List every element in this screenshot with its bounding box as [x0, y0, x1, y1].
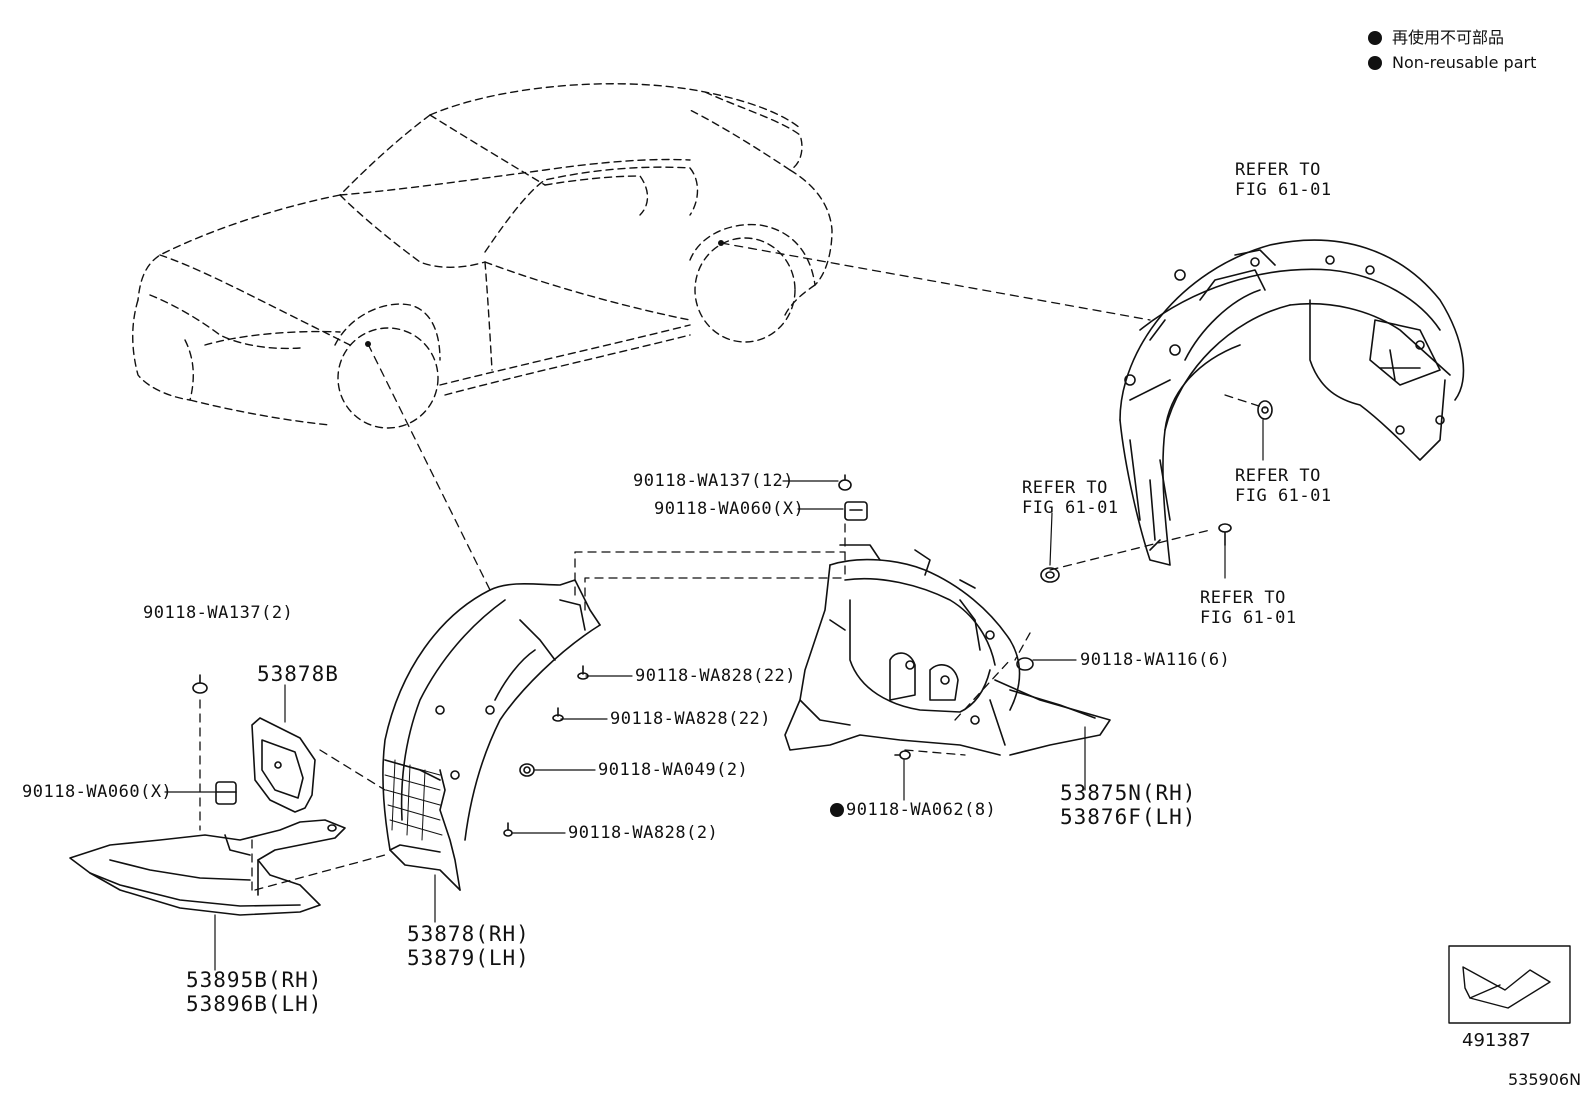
refer-line-1: REFER TO — [1022, 478, 1108, 498]
illustration-icon-box — [1448, 945, 1571, 1024]
front-liner-front-section — [382, 579, 601, 891]
bracket-53878b — [251, 717, 316, 813]
part-label-53876f-lh[interactable]: 53876F(LH) — [1060, 805, 1197, 829]
refer-line-1: REFER TO — [1235, 160, 1321, 180]
non-reusable-dot-icon — [1368, 56, 1382, 70]
left-fasteners — [192, 674, 237, 805]
part-label-90118-wa060-x[interactable]: 90118-WA060(X) — [654, 499, 805, 519]
refer-to-label: REFER TO FIG 61-01 — [1200, 588, 1297, 628]
front-liner-fasteners — [503, 665, 589, 837]
refer-line-2: FIG 61-01 — [1235, 486, 1332, 506]
part-label-90118-wa062-8[interactable]: 90118-WA062(8) — [830, 800, 996, 820]
part-label-90118-wa049-2[interactable]: 90118-WA049(2) — [598, 760, 749, 780]
refer-to-label: REFER TO FIG 61-01 — [1235, 466, 1332, 506]
part-number-text: 90118-WA062(8) — [846, 800, 997, 820]
non-reusable-dot-icon — [830, 803, 844, 817]
illustration-number: 491387 — [1462, 1030, 1531, 1051]
part-label-53895b-rh[interactable]: 53895B(RH) — [186, 968, 323, 992]
legend-non-reusable-jp: 再使用不可部品 — [1368, 28, 1504, 48]
refer-line-2: FIG 61-01 — [1235, 180, 1332, 200]
part-label-90118-wa828-22[interactable]: 90118-WA828(22) — [610, 709, 772, 729]
part-label-90118-wa828-2[interactable]: 90118-WA828(2) — [568, 823, 719, 843]
part-label-53879-lh[interactable]: 53879(LH) — [407, 946, 530, 970]
refer-line-1: REFER TO — [1200, 588, 1286, 608]
refer-line-2: FIG 61-01 — [1200, 608, 1297, 628]
part-label-53875n-rh[interactable]: 53875N(RH) — [1060, 781, 1197, 805]
part-label-53878b[interactable]: 53878B — [257, 662, 339, 686]
part-label-90118-wa116-6[interactable]: 90118-WA116(6) — [1080, 650, 1231, 670]
refer-to-label: REFER TO FIG 61-01 — [1235, 160, 1332, 200]
rear-wheel-liner — [1119, 239, 1465, 566]
legend-text-en: Non-reusable part — [1392, 53, 1537, 72]
part-label-90118-wa137-12[interactable]: 90118-WA137(12) — [633, 471, 795, 491]
part-label-90118-wa137-2[interactable]: 90118-WA137(2) — [143, 603, 294, 623]
refer-line-2: FIG 61-01 — [1022, 498, 1119, 518]
part-label-53878-rh[interactable]: 53878(RH) — [407, 922, 530, 946]
upper-fasteners — [838, 474, 1034, 760]
part-label-90118-wa060-x-left[interactable]: 90118-WA060(X) — [22, 782, 173, 802]
refer-line-1: REFER TO — [1235, 466, 1321, 486]
rear-fasteners — [1040, 400, 1273, 583]
legend-text-jp: 再使用不可部品 — [1392, 28, 1505, 47]
figure-code: 535906N — [1508, 1070, 1582, 1089]
part-label-53896b-lh[interactable]: 53896B(LH) — [186, 992, 323, 1016]
non-reusable-dot-icon — [1368, 31, 1382, 45]
legend-non-reusable-en: Non-reusable part — [1368, 53, 1536, 73]
reference-dashed-lines — [199, 242, 1266, 891]
refer-to-label: REFER TO FIG 61-01 — [1022, 478, 1119, 518]
front-liner-rear-section — [784, 544, 1111, 756]
part-label-90118-wa828-22[interactable]: 90118-WA828(22) — [635, 666, 797, 686]
car-outline — [132, 83, 833, 429]
label-leader-lines — [164, 419, 1264, 971]
under-cover-53895b — [69, 819, 346, 916]
